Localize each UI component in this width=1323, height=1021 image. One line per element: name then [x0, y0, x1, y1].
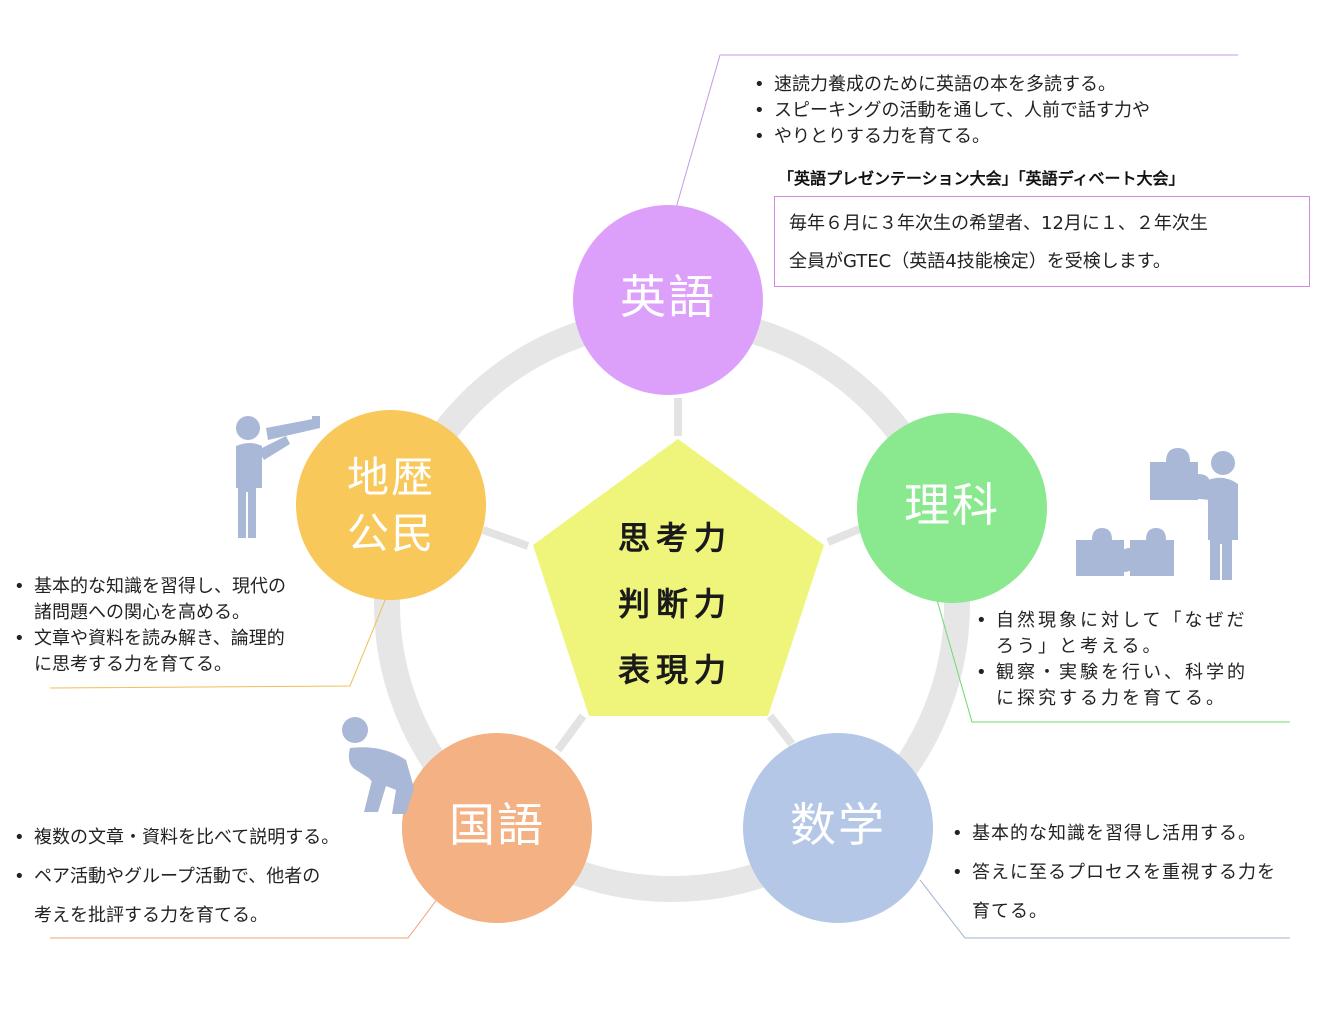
english-circle: [573, 205, 763, 395]
japanese-notes: 複数の文章・資料を比べて説明する。 ペア活動やグループ活動で、他者の 考えを批評…: [12, 818, 339, 935]
spokes: [481, 398, 864, 753]
science-label: 理科: [904, 478, 1000, 532]
social-label-line1: 地歴: [346, 453, 435, 502]
center-line-thinking: 思考力: [617, 519, 732, 557]
thinking-person-icon: [342, 717, 414, 814]
math-circle: [743, 733, 933, 923]
leader-lines: [49, 54, 1290, 939]
japanese-note: ペア活動やグループ活動で、他者の 考えを批評する力を育てる。: [12, 857, 339, 935]
gtec-line: 毎年６月に３年次生の希望者、12月に１、２年次生: [789, 213, 1208, 234]
english-note: 速読力養成のために英語の本を多読する。: [752, 72, 1150, 98]
social-notes: 基本的な知識を習得し、現代の 諸問題への関心を高める。 文章や資料を読み解き、論…: [12, 574, 286, 678]
english-leader-line: [675, 54, 1238, 209]
japanese-leader-line: [50, 897, 439, 939]
gtec-info-box: 毎年６月に３年次生の希望者、12月に１、２年次生 全員がGTEC（英語4技能検定…: [774, 196, 1310, 287]
math-notes: 基本的な知識を習得し活用する。 答えに至るプロセスを重視する力を 育てる。: [950, 814, 1276, 931]
math-leader-line: [919, 879, 1290, 939]
math-label: 数学: [790, 798, 886, 852]
social-leader-line: [49, 597, 387, 689]
english-notes: 速読力養成のために英語の本を多読する。 スピーキングの活動を通して、人前で話す力…: [752, 72, 1150, 150]
math-note: 基本的な知識を習得し活用する。: [950, 814, 1276, 853]
english-note-continued: やりとりする力を育てる。: [752, 124, 1150, 150]
center-line-judgment: 判断力: [617, 585, 732, 623]
english-events-title: 「英語プレゼンテーション大会」「英語ディベート大会」: [778, 169, 1185, 188]
japanese-label: 国語: [449, 798, 545, 852]
science-notes: 自然現象に対して「なぜだ ろう」と考える。 観察・実験を行い、科学的 に探究する…: [974, 608, 1248, 712]
english-label: 英語: [620, 270, 716, 324]
gtec-line: 全員がGTEC（英語4技能検定）を受検します。: [789, 251, 1171, 272]
social-label-line2: 公民: [346, 509, 435, 558]
math-note: 答えに至るプロセスを重視する力を 育てる。: [950, 853, 1276, 931]
english-note: スピーキングの活動を通して、人前で話す力や: [752, 98, 1150, 124]
science-note: 観察・実験を行い、科学的 に探究する力を育てる。: [974, 660, 1248, 712]
social-label: 地歴 公民: [296, 450, 486, 562]
center-pentagon: [533, 439, 824, 716]
japanese-note: 複数の文章・資料を比べて説明する。: [12, 818, 339, 857]
science-circle: [857, 413, 1047, 603]
japanese-circle: [402, 733, 592, 923]
science-leader-line: [936, 599, 1290, 723]
telescope-person-icon: [236, 416, 320, 538]
social-circle: [296, 410, 486, 600]
social-note: 文章や資料を読み解き、論理的 に思考する力を育てる。: [12, 626, 286, 678]
puzzle-person-icon: [1076, 448, 1238, 580]
science-note: 自然現象に対して「なぜだ ろう」と考える。: [974, 608, 1248, 660]
center-abilities: 思考力 判断力 表現力: [555, 505, 795, 703]
center-line-expression: 表現力: [617, 651, 732, 689]
social-note: 基本的な知識を習得し、現代の 諸問題への関心を高める。: [12, 574, 286, 626]
